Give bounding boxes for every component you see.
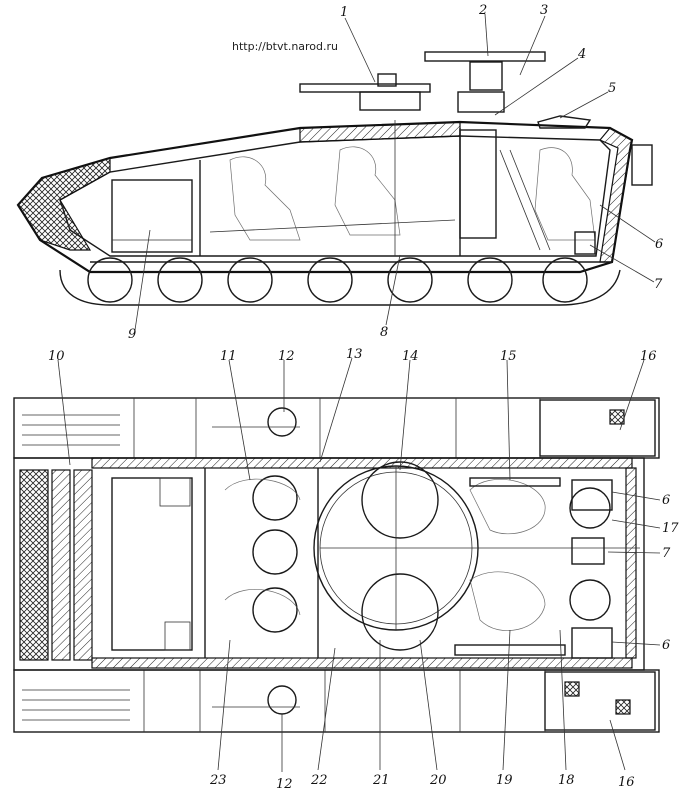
seat-left-bottom [252,587,298,633]
callout-16-top: 16 [640,349,657,364]
callout-6-a: 6 [662,493,670,508]
track [59,269,621,306]
callout-12-top: 12 [278,349,295,364]
callout-14: 14 [402,349,419,364]
gunner-seat [361,461,439,539]
callout-9: 9 [128,327,136,342]
launcher-mount [469,61,503,91]
callout-10: 10 [48,349,65,364]
callout-20: 20 [429,773,447,788]
hull-inner [59,135,611,257]
callout-12-bottom: 12 [276,777,293,792]
periscope-top [267,407,297,437]
fuel-tank-bottom [544,671,656,731]
callout-15: 15 [500,349,517,364]
callout-23: 23 [209,773,227,788]
callout-7-plan: 7 [662,546,671,561]
callout-7: 7 [654,277,663,292]
callout-3: 3 [540,3,548,18]
seat-left-mid [252,529,298,575]
callout-19: 19 [496,773,513,788]
autocannon-barrel [299,83,431,93]
callout-21: 21 [372,773,390,788]
leader-lines-side [134,13,656,331]
fuel-tank-top [539,399,656,457]
side-view: 1 2 3 4 5 6 7 8 9 [16,3,663,342]
callout-16-bottom: 16 [618,775,635,790]
callout-17: 17 [662,521,679,536]
hull-plan [13,457,645,671]
callout-8: 8 [380,325,388,340]
callout-18: 18 [558,773,575,788]
callout-13: 13 [346,347,363,362]
callout-11: 11 [220,349,237,364]
callout-5: 5 [608,81,616,96]
commander-seat [361,573,439,651]
leader-lines-plan [57,357,661,772]
callout-6: 6 [655,237,663,252]
callout-1: 1 [340,5,348,20]
callout-22: 22 [310,773,328,788]
engine-block [111,179,193,253]
callout-2: 2 [478,3,487,18]
front-armor-plan [19,469,49,661]
periscope-bottom [267,685,297,715]
hatch-5 [537,115,592,129]
seat-left-top [252,475,298,521]
callout-6-b: 6 [662,638,670,653]
callout-4: 4 [577,47,586,62]
fender-top [13,397,660,459]
source-url: http://btvt.narod.ru [232,40,339,53]
front-armor [17,157,111,251]
plan-view: 10 11 12 13 14 15 16 6 17 7 6 18 19 20 2… [13,347,679,792]
turret-body [359,91,421,111]
engine-plan [111,477,193,651]
road-wheels [87,257,588,303]
roof-armor [299,121,461,143]
atgm-launcher [424,51,546,62]
